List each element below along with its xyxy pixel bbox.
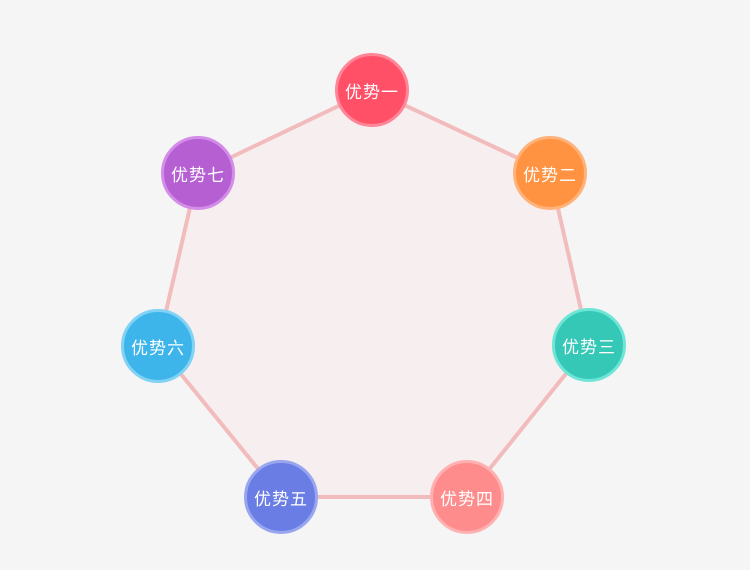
node-advantage-2: 优势二	[513, 136, 587, 210]
node-advantage-4: 优势四	[430, 460, 504, 534]
node-advantage-6: 优势六	[121, 309, 195, 383]
node-advantage-7: 优势七	[161, 136, 235, 210]
node-advantage-1: 优势一	[335, 53, 409, 127]
node-advantage-3: 优势三	[552, 308, 626, 382]
node-advantage-5: 优势五	[244, 460, 318, 534]
